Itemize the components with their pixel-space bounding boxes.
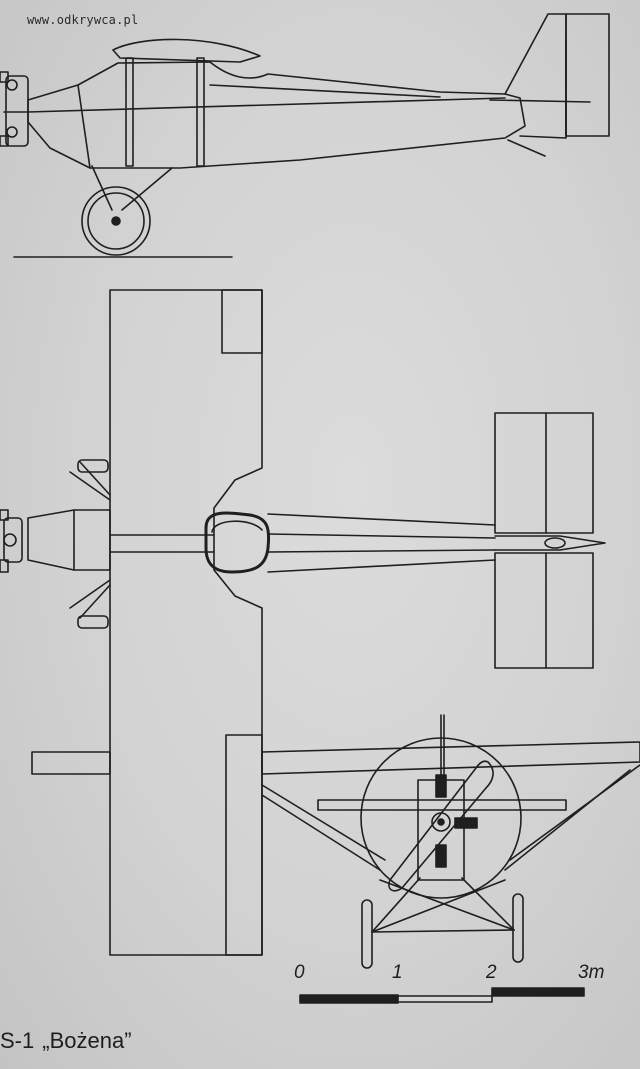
figure-caption: S-1 „Bożena” <box>0 1028 132 1054</box>
top-nose <box>28 510 110 570</box>
side-front-strut <box>126 58 133 166</box>
side-fin <box>505 14 566 138</box>
scale-label-2: 2 <box>486 962 497 983</box>
tail-skid <box>508 140 545 156</box>
side-view <box>0 14 609 257</box>
top-tailplane-upper <box>495 413 593 533</box>
side-upper-wing <box>113 39 260 62</box>
top-aileron-upper <box>222 290 262 353</box>
front-lower-wing <box>318 800 566 810</box>
front-wheel-left <box>362 900 372 968</box>
scale-bar <box>300 988 584 1003</box>
front-view <box>262 715 640 968</box>
scale-segment-1-2 <box>398 996 492 1002</box>
scale-label-1: 1 <box>392 962 403 983</box>
scale-label-0: 0 <box>294 962 305 983</box>
top-wing <box>110 290 262 955</box>
side-fuselage <box>28 62 525 168</box>
side-wheel <box>82 187 150 255</box>
caption-prefix: S-1 <box>0 1028 35 1053</box>
caption-aircraft-name: „Bożena” <box>42 1028 132 1053</box>
side-tailplane <box>490 100 590 102</box>
front-upper-wing <box>262 742 640 774</box>
side-rudder <box>566 14 609 136</box>
scale-label-3m: 3m <box>578 962 605 983</box>
scale-segment-2-3 <box>492 988 584 996</box>
top-tailplane-lower <box>495 553 593 668</box>
top-rudder <box>495 536 605 550</box>
watermark-text: www.odkrywca.pl <box>27 13 139 27</box>
top-engine <box>0 510 22 572</box>
front-propeller-blade <box>389 761 493 891</box>
top-cockpit <box>206 513 269 572</box>
front-wheel-right <box>513 894 523 962</box>
side-rear-strut <box>197 58 204 166</box>
top-wing-root-bar <box>32 752 110 774</box>
scale-segment-0-1 <box>300 995 398 1003</box>
top-aileron-lower <box>226 735 262 955</box>
side-engine <box>0 72 28 146</box>
front-hub <box>432 813 450 831</box>
top-view <box>0 290 605 955</box>
